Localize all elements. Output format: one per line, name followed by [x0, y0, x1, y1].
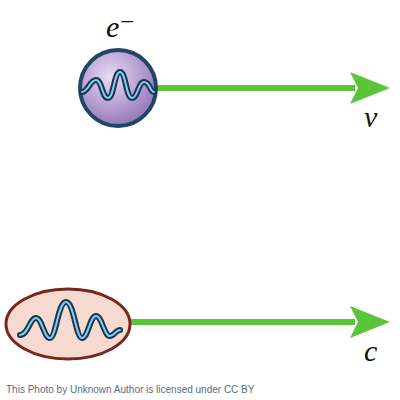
velocity-symbol: v: [364, 102, 377, 132]
electron-ball: [80, 50, 156, 126]
speed-symbol: c: [364, 336, 377, 366]
light-speed-arrow: [128, 306, 390, 338]
photo-credit: This Photo by Unknown Author is licensed…: [6, 384, 254, 396]
velocity-arrow: [150, 72, 390, 104]
photon-wavepacket: [6, 289, 130, 359]
particle-symbol: e⁻: [106, 12, 135, 42]
